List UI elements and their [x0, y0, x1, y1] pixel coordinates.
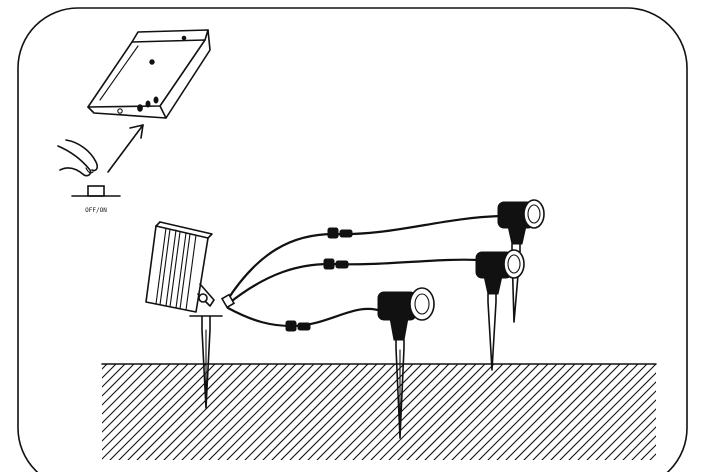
ground-hatch-line [514, 364, 612, 460]
ground-hatch-line [235, 364, 333, 460]
ground-hatch-line [163, 364, 261, 460]
ground-hatch-line [102, 364, 180, 442]
ground-hatch-line [487, 364, 585, 460]
ground-hatch-line [253, 364, 351, 460]
ground-hatch-line [586, 390, 656, 460]
ground-hatch-line [532, 364, 630, 460]
ground-hatch-line [280, 364, 378, 460]
ground-hatch-line [102, 364, 135, 397]
ground-hatch-line [478, 364, 576, 460]
ground-hatch-line [118, 364, 216, 460]
ground-hatch-line [181, 364, 279, 460]
ground-hatch-line [604, 408, 656, 460]
ground-hatch-line [127, 364, 225, 460]
ground-hatch-line [659, 364, 707, 460]
ground-hatch-line [217, 364, 315, 460]
ground-hatch-line [496, 364, 594, 460]
ground-hatch-line [550, 364, 648, 460]
ground-hatch-line [102, 364, 108, 370]
ground-hatch-line [406, 364, 504, 460]
ground-hatch-line [631, 435, 656, 460]
ground-hatch-line [424, 364, 522, 460]
ground-hatch-line [541, 364, 639, 460]
ground-hatch-line [102, 364, 198, 460]
ground-hatch-line [595, 399, 656, 460]
ground-hatch-line [226, 364, 324, 460]
ground-hatch-line [568, 372, 656, 460]
cable-connector-icon [285, 227, 353, 332]
ground-hatch-line [172, 364, 270, 460]
ground-hatch-line [102, 364, 126, 388]
solar-panel-icon [145, 221, 236, 409]
ground-hatch-line [334, 364, 432, 460]
ground-hatch-line [460, 364, 558, 460]
ground-hatch-line [307, 364, 405, 460]
ground-hatch-line [102, 364, 171, 433]
diagram-frame [17, 7, 688, 472]
power-switch-icon: OFF/ON [71, 185, 121, 214]
ground-hatch-line [208, 364, 306, 460]
ground-hatch-line [649, 453, 656, 460]
ground-hatch-line [505, 364, 603, 460]
ground-hatch-icon [2, 363, 707, 460]
finger-press-icon [57, 139, 99, 177]
ground-hatch-line [379, 364, 477, 460]
ground-hatch-line [370, 364, 468, 460]
ground-hatch-line [190, 364, 288, 460]
ground-hatch-line [559, 364, 656, 460]
ground-hatch-line [262, 364, 360, 460]
ground-hatch-line [271, 364, 369, 460]
switch-label: OFF/ON [85, 207, 107, 214]
arrow-icon [107, 124, 144, 173]
ground-hatch-line [325, 364, 423, 460]
ground-hatch-line [397, 364, 495, 460]
ground-hatch-line [102, 364, 153, 415]
ground-hatch-line [102, 364, 144, 406]
ground-hatch-line [523, 364, 621, 460]
ground-hatch-line [415, 364, 513, 460]
ground-hatch-line [109, 364, 207, 460]
ground-hatch-line [136, 364, 234, 460]
spotlight-icon [377, 287, 435, 439]
spotlight-icon [475, 249, 525, 371]
ground-hatch-line [298, 364, 396, 460]
ground-hatch-line [154, 364, 252, 460]
ground-hatch-line [469, 364, 567, 460]
ground-hatch-line [102, 364, 117, 379]
spotlight-icon [497, 199, 545, 323]
ground-hatch-line [577, 381, 656, 460]
battery-box-icon [87, 29, 211, 119]
ground-hatch-line [613, 417, 656, 460]
ground-hatch-line [244, 364, 342, 460]
ground-hatch-line [622, 426, 656, 460]
ground-hatch-line [343, 364, 441, 460]
ground-hatch-line [145, 364, 243, 460]
ground-hatch-line [451, 364, 549, 460]
ground-hatch-line [433, 364, 531, 460]
ground-hatch-line [2, 364, 98, 460]
ground-hatch-line [289, 364, 387, 460]
cables [224, 214, 502, 328]
ground-hatch-line [102, 364, 189, 451]
ground-hatch-line [442, 364, 540, 460]
ground-hatch-line [199, 364, 297, 460]
ground-hatch-line [361, 364, 459, 460]
ground-hatch-line [102, 364, 162, 424]
ground-hatch-line [388, 364, 486, 460]
